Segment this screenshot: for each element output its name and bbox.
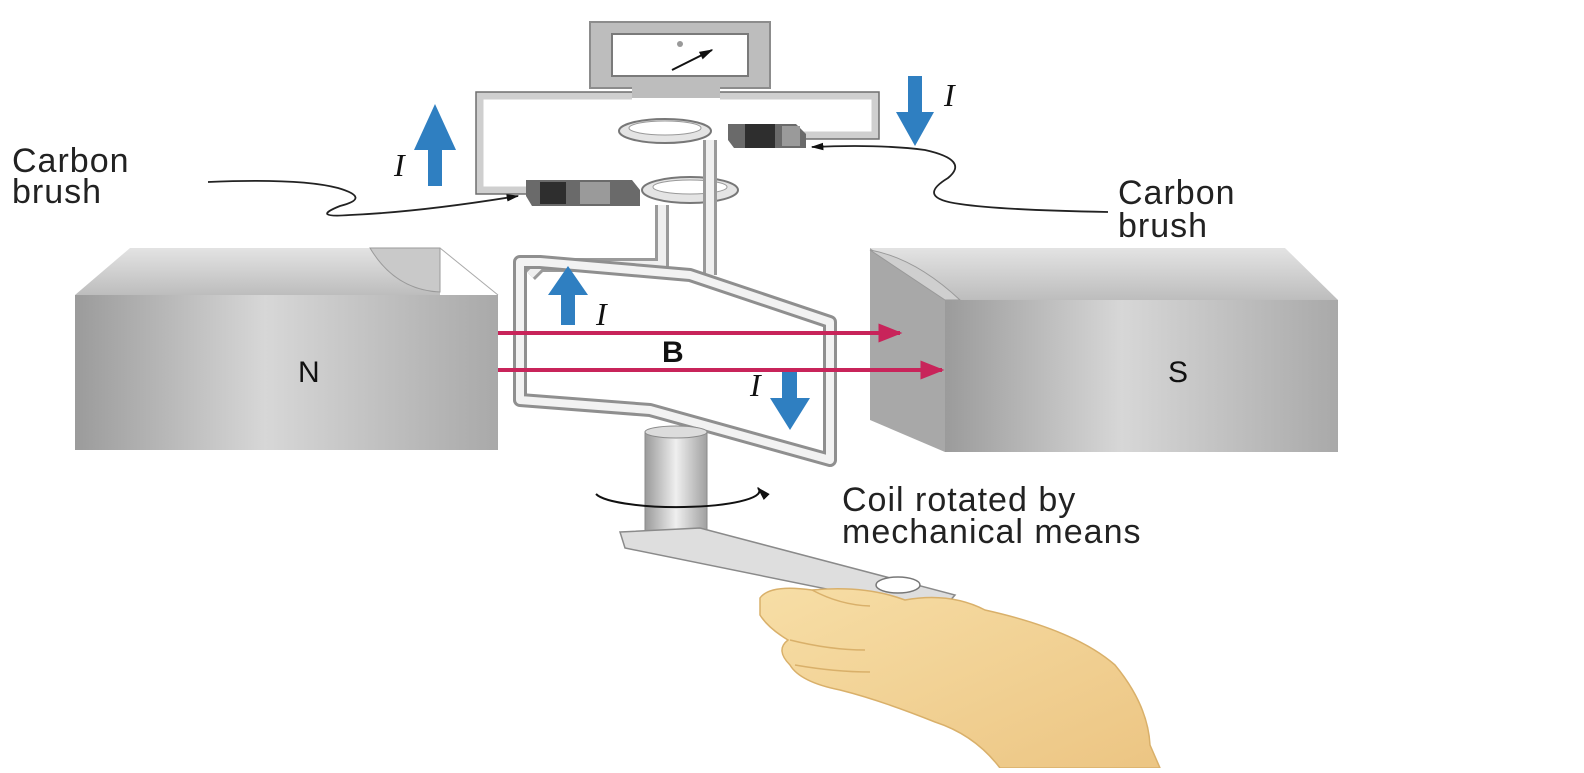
magnetic-field-lines — [498, 323, 945, 380]
north-pole-label: N — [298, 356, 320, 389]
field-label: B — [662, 336, 684, 369]
coil-leads — [525, 140, 717, 280]
coil-rotation-label-2: mechanical means — [842, 513, 1141, 551]
galvanometer-icon — [589, 21, 771, 98]
current-label: I — [749, 367, 762, 403]
rotation-arrow-icon — [595, 486, 770, 509]
carbon-brush-right — [728, 124, 806, 148]
south-pole-label: S — [1168, 356, 1188, 389]
carbon-brush-left-label-2: brush — [12, 173, 102, 211]
brush-leader-lines — [207, 142, 1109, 217]
current-arrow-icon — [414, 76, 934, 430]
carbon-brush-right-label-1: Carbon — [1118, 174, 1236, 212]
current-label: I — [943, 77, 956, 113]
coil-rotation-label-1: Coil rotated by — [842, 481, 1076, 519]
carbon-brush-left-label-1: Carbon — [12, 142, 130, 180]
hand-icon — [759, 587, 1162, 769]
current-label: I — [393, 147, 406, 183]
current-label: I — [595, 296, 608, 332]
lower-slip-ring — [641, 176, 739, 204]
drive-shaft — [644, 425, 708, 541]
carbon-brush-right-label-2: brush — [1118, 207, 1208, 245]
upper-slip-ring — [618, 118, 712, 144]
carbon-brush-left — [526, 180, 640, 206]
external-circuit — [476, 92, 879, 194]
north-magnet — [75, 247, 499, 450]
rotating-coil — [513, 255, 837, 467]
south-magnet — [869, 248, 1338, 452]
